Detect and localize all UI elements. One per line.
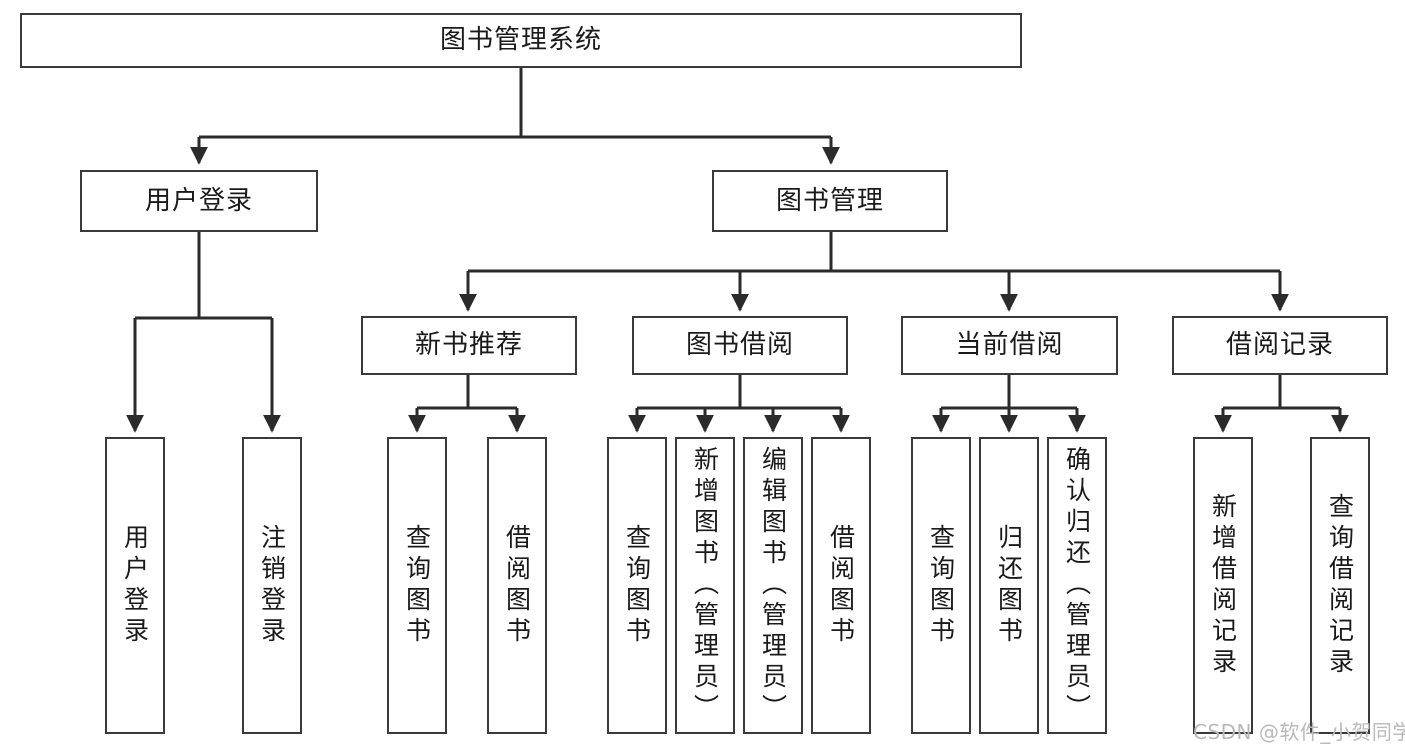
node-root[interactable]: 图书管理系统: [20, 13, 1022, 68]
node-book-borrow[interactable]: 图书借阅: [632, 316, 848, 375]
leaf-label: 归还图书: [994, 523, 1024, 648]
leaf-label: 注销登录: [257, 523, 287, 648]
leaf-borrow-query-book[interactable]: 查询图书: [607, 437, 667, 734]
leaf-user-login-logout[interactable]: 注销登录: [242, 437, 302, 734]
leaf-label: 用户登录: [120, 523, 150, 648]
node-new-book-recommend[interactable]: 新书推荐: [361, 316, 577, 375]
node-borrow-record-label: 借阅记录: [1225, 330, 1334, 361]
leaf-label: 新增图书（管理员）: [690, 446, 720, 725]
leaf-current-return-book[interactable]: 归还图书: [979, 437, 1039, 734]
node-book-management[interactable]: 图书管理: [712, 170, 948, 232]
leaf-current-query-book[interactable]: 查询图书: [911, 437, 971, 734]
node-current-borrow-label: 当前借阅: [955, 330, 1064, 361]
leaf-new-book-query[interactable]: 查询图书: [387, 437, 447, 734]
node-book-borrow-label: 图书借阅: [685, 330, 794, 361]
leaf-label: 新增借阅记录: [1208, 492, 1238, 679]
node-new-book-recommend-label: 新书推荐: [414, 330, 523, 361]
leaf-borrow-borrow-book[interactable]: 借阅图书: [811, 437, 871, 734]
node-borrow-record[interactable]: 借阅记录: [1172, 316, 1388, 375]
node-user-login[interactable]: 用户登录: [80, 170, 318, 232]
leaf-record-query-record[interactable]: 查询借阅记录: [1310, 437, 1370, 734]
leaf-current-confirm-return[interactable]: 确认归还（管理员）: [1047, 437, 1107, 734]
leaf-label: 借阅图书: [826, 523, 856, 648]
leaf-label: 查询图书: [622, 523, 652, 648]
node-book-management-label: 图书管理: [775, 185, 884, 216]
leaf-label: 编辑图书（管理员）: [758, 446, 788, 725]
node-root-label: 图书管理系统: [439, 25, 602, 56]
leaf-label: 确认归还（管理员）: [1062, 446, 1092, 725]
leaf-user-login-login[interactable]: 用户登录: [105, 437, 165, 734]
leaf-borrow-add-book[interactable]: 新增图书（管理员）: [675, 437, 735, 734]
watermark-text: CSDN @软件_小贺同学: [1193, 720, 1405, 744]
leaf-label: 查询图书: [926, 523, 956, 648]
leaf-record-add-record[interactable]: 新增借阅记录: [1193, 437, 1253, 734]
node-user-login-label: 用户登录: [144, 185, 253, 216]
leaf-new-book-borrow[interactable]: 借阅图书: [487, 437, 547, 734]
leaf-label: 借阅图书: [502, 523, 532, 648]
leaf-borrow-edit-book[interactable]: 编辑图书（管理员）: [743, 437, 803, 734]
node-current-borrow[interactable]: 当前借阅: [901, 316, 1118, 375]
leaf-label: 查询图书: [402, 523, 432, 648]
leaf-label: 查询借阅记录: [1325, 492, 1355, 679]
